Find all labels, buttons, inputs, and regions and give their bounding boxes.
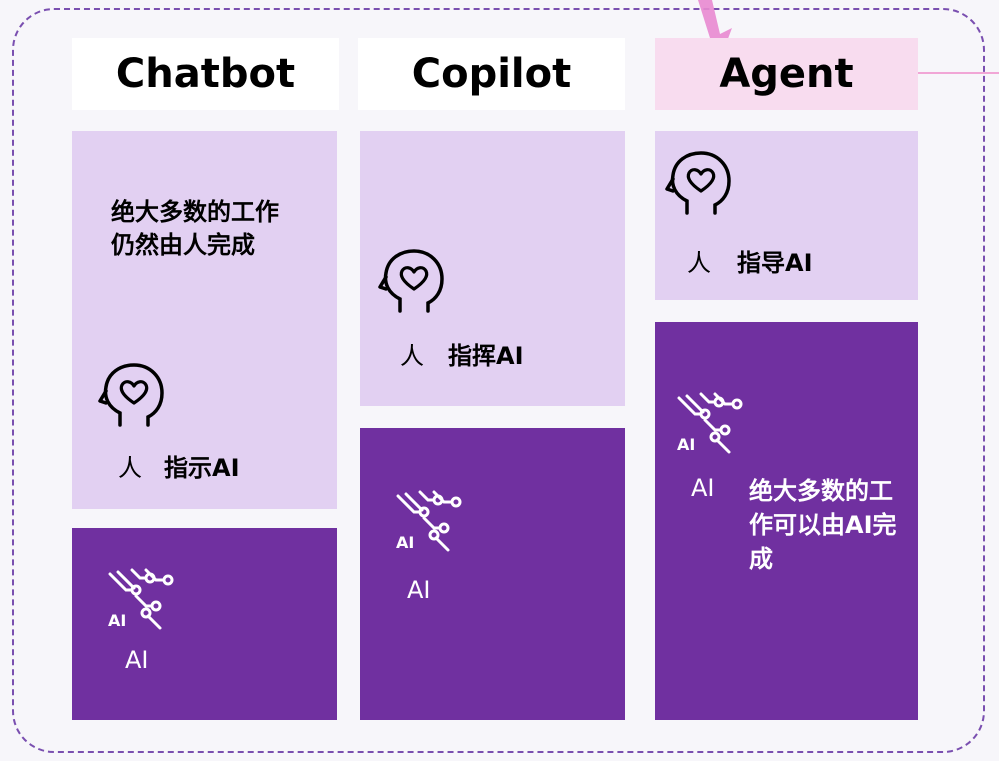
header-agent-label: Agent	[719, 51, 854, 97]
head-heart-icon	[665, 151, 731, 215]
agent-ai-text: 绝大多数的工 作可以由AI完 成	[749, 477, 897, 573]
accent-line	[918, 72, 999, 74]
copilot-ai-panel: AI AI	[360, 428, 625, 720]
header-copilot-label: Copilot	[411, 51, 572, 97]
chatbot-top-text: 绝大多数的工作 仍然由人完成	[111, 198, 279, 259]
copilot-human-panel: 人 指挥AI	[360, 131, 625, 406]
svg-text:AI: AI	[108, 611, 126, 630]
header-chatbot-label: Chatbot	[115, 51, 296, 97]
header-copilot: Copilot	[358, 38, 625, 110]
ai-circuit-icon: AI	[108, 568, 174, 630]
copilot-human-glyph: 人	[400, 342, 424, 370]
copilot-ai-label: AI	[407, 576, 431, 604]
agent-ai-label: AI	[691, 474, 715, 502]
chatbot-human-label: 指示AI	[164, 454, 240, 482]
agent-ai-panel: AI AI 绝大多数的工 作可以由AI完 成	[655, 322, 918, 720]
ai-circuit-icon: AI	[396, 490, 462, 552]
chatbot-human-glyph: 人	[118, 454, 142, 482]
agent-human-panel: 人 指导AI	[655, 131, 918, 300]
agent-human-label: 指导AI	[737, 249, 813, 277]
header-chatbot: Chatbot	[72, 38, 339, 110]
svg-text:AI: AI	[396, 533, 414, 552]
chatbot-ai-panel: AI AI	[72, 528, 337, 720]
dashed-frame	[12, 8, 985, 753]
copilot-human-label: 指挥AI	[448, 342, 524, 370]
ai-circuit-icon: AI	[677, 392, 743, 454]
header-agent: Agent	[655, 38, 918, 110]
agent-human-glyph: 人	[687, 249, 711, 277]
head-heart-icon	[378, 249, 444, 313]
head-heart-icon	[98, 363, 164, 427]
chatbot-ai-label: AI	[125, 646, 149, 674]
chatbot-human-panel: 绝大多数的工作 仍然由人完成 人 指示AI	[72, 131, 337, 509]
svg-text:AI: AI	[677, 435, 695, 454]
